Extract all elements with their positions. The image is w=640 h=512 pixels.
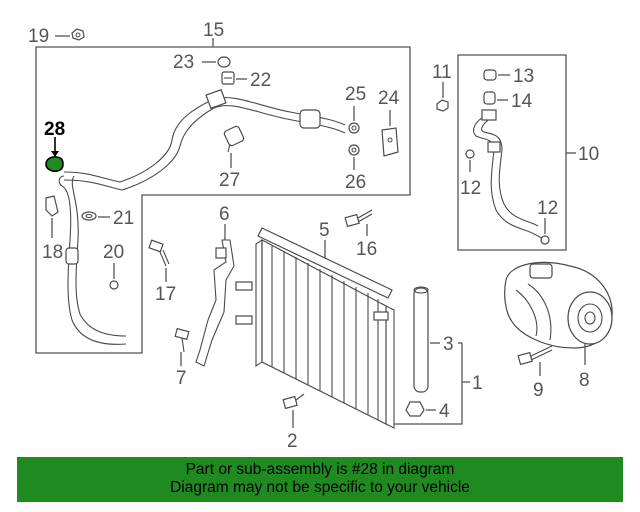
o-ring-part-23 bbox=[217, 56, 231, 68]
callout-7: 7 bbox=[176, 368, 187, 389]
callout-6: 6 bbox=[219, 204, 230, 225]
compressor-part-8 bbox=[504, 261, 613, 349]
callout-23: 23 bbox=[173, 52, 194, 73]
callout-28: 28 bbox=[44, 119, 65, 140]
bolt-part-7 bbox=[174, 327, 190, 353]
o-ring-part-12-upper bbox=[465, 149, 475, 159]
callout-18: 18 bbox=[42, 242, 63, 263]
bracket-part-24 bbox=[381, 127, 399, 157]
callout-1: 1 bbox=[472, 373, 483, 394]
callout-3: 3 bbox=[443, 334, 454, 355]
callout-4: 4 bbox=[439, 401, 450, 422]
callout-26: 26 bbox=[345, 172, 366, 193]
callout-20: 20 bbox=[103, 242, 124, 263]
bolt-part-9 bbox=[517, 345, 553, 366]
callout-15: 15 bbox=[203, 20, 224, 41]
discharge-line-part-10 bbox=[473, 109, 545, 241]
callout-22: 22 bbox=[250, 70, 271, 91]
cap-part-4 bbox=[405, 401, 425, 417]
callout-9: 9 bbox=[533, 380, 544, 401]
ac-line-assembly-15 bbox=[58, 88, 346, 345]
callout-13: 13 bbox=[513, 66, 534, 87]
bracket-part-6 bbox=[195, 239, 235, 367]
pressure-switch-part-27 bbox=[223, 125, 245, 153]
leader-1-bracket bbox=[394, 343, 463, 425]
callout-24: 24 bbox=[378, 88, 400, 109]
callout-27: 27 bbox=[219, 170, 240, 191]
bolt-part-17 bbox=[148, 239, 170, 267]
group-box-15 bbox=[35, 46, 411, 354]
bolt-part-2 bbox=[282, 393, 305, 410]
o-ring-part-25 bbox=[348, 122, 360, 134]
callout-2: 2 bbox=[287, 431, 298, 452]
callout-5: 5 bbox=[319, 220, 330, 241]
receiver-drier-part-3 bbox=[413, 286, 429, 393]
nut-part-19 bbox=[71, 28, 85, 41]
callout-19: 19 bbox=[28, 26, 49, 47]
valve-cap-part-22 bbox=[221, 71, 235, 85]
cap-part-14 bbox=[483, 91, 496, 105]
seal-part-21 bbox=[81, 211, 97, 221]
callout-17: 17 bbox=[155, 284, 176, 305]
cap-part-13 bbox=[483, 69, 497, 81]
o-ring-part-20 bbox=[109, 280, 119, 290]
bolt-part-16 bbox=[344, 209, 373, 228]
callout-12-upper: 12 bbox=[460, 178, 481, 199]
condenser-part-5 bbox=[235, 227, 395, 429]
callout-11: 11 bbox=[432, 62, 452, 83]
highlighted-part-28 bbox=[45, 156, 64, 172]
callout-12-lower: 12 bbox=[537, 198, 558, 219]
nut-part-11 bbox=[436, 99, 449, 112]
callout-25: 25 bbox=[345, 84, 366, 105]
leader-28-arrowhead bbox=[51, 151, 59, 157]
callout-10: 10 bbox=[578, 144, 599, 165]
callout-8: 8 bbox=[579, 370, 590, 391]
o-ring-part-12-lower bbox=[540, 235, 550, 245]
callout-14: 14 bbox=[511, 91, 533, 112]
banner-line-disclaimer: Diagram may not be specific to your vehi… bbox=[170, 479, 470, 496]
banner-line-part-info: Part or sub-assembly is #28 in diagram bbox=[185, 461, 455, 478]
callout-21: 21 bbox=[113, 208, 134, 229]
group-box-10 bbox=[457, 54, 567, 251]
info-banner: Part or sub-assembly is #28 in diagram D… bbox=[17, 457, 623, 502]
callout-16: 16 bbox=[356, 239, 377, 260]
o-ring-part-26 bbox=[348, 144, 360, 156]
clip-part-18 bbox=[45, 195, 59, 217]
